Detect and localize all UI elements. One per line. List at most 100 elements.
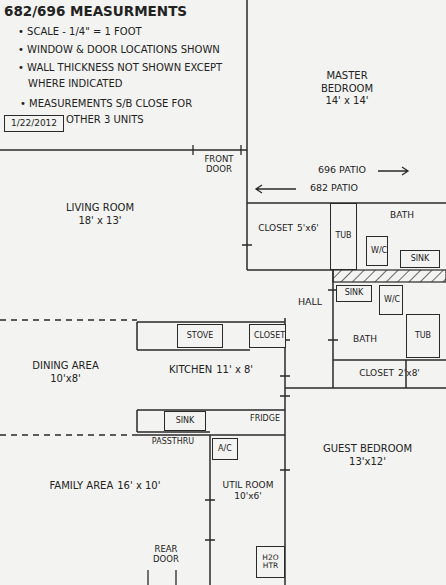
text-holder: CLOSET2'x8' (336, 368, 443, 379)
fixture-box: W/C (366, 236, 388, 266)
plan-label: FRONT DOOR (196, 154, 242, 174)
room-name: GUEST BEDROOM (323, 443, 412, 456)
plan-label: 696 PATIO (308, 164, 376, 175)
room-size: 14' x 14' (325, 95, 368, 108)
text-holder: W/C (369, 247, 385, 256)
room-area: CLOSET5'x6' (247, 203, 330, 270)
fixture-box: 1/22/2012 (4, 115, 64, 132)
text-holder: H2O HTR (259, 554, 282, 571)
fixture-label: H2O HTR (261, 554, 280, 571)
plan-title: 682/696 MEASURMENTS (4, 3, 187, 19)
room-name: MASTER BEDROOM (304, 70, 390, 95)
room-name: FAMILY AREA (50, 480, 114, 493)
text-holder: CLOSET5'x6' (251, 223, 326, 234)
room-name: BATH (353, 334, 377, 345)
room-area: BATH W/C SINK (357, 203, 446, 270)
room-area: CLOSET2'x8' (333, 360, 446, 388)
text-holder: FAMILY AREA16' x 10' (30, 480, 180, 493)
plan-label: REAR DOOR (146, 544, 186, 564)
text-holder: LIVING ROOM18' x 13' (50, 202, 150, 227)
door-mark (280, 396, 290, 470)
room-name: UTIL ROOM (223, 480, 274, 491)
wall (284, 318, 286, 585)
fixture-label: W/C (384, 296, 400, 305)
fixture-label: W/C (371, 247, 387, 256)
room-name: LIVING ROOM (66, 202, 134, 215)
door-mark (193, 145, 241, 155)
text-holder: A/C (218, 445, 232, 454)
room-size: 10'x8' (50, 373, 81, 386)
fixture-label: STOVE (187, 332, 214, 341)
room-area: BATH SINK W/C TUB (333, 282, 446, 360)
text-holder: UTIL ROOM10'x6' (216, 480, 280, 503)
text-holder: BATH (337, 334, 393, 345)
fixture-label: A/C (218, 444, 232, 453)
fixture-box: SINK (336, 285, 372, 302)
room-size: 18' x 13' (78, 215, 121, 228)
plan-label: 682 PATIO (299, 182, 369, 193)
area-divider (0, 320, 137, 435)
thick-wall (333, 270, 446, 282)
fixture-box: CLOSET (249, 324, 286, 348)
note: • WALL THICKNESS NOT SHOWN EXCEPT WHERE … (28, 60, 240, 91)
fixture-box: A/C (212, 438, 238, 460)
room-size: 13'x12' (349, 456, 386, 469)
fixture-label: TUB (415, 332, 431, 341)
text-holder: SINK (409, 255, 432, 264)
wall (209, 435, 211, 585)
room-area: GUEST BEDROOM13'x12' (285, 388, 446, 585)
text-holder: TUB (413, 332, 433, 341)
note: • MEASUREMENTS S/B CLOSE FOR OTHER 3 UNI… (66, 96, 226, 127)
counter (137, 322, 285, 350)
text-holder: BATH (377, 210, 427, 221)
wall (137, 434, 285, 436)
fixture-box: H2O HTR (256, 546, 285, 578)
door-marks (148, 145, 338, 585)
wall (246, 0, 248, 270)
fixture-label: 1/22/2012 (11, 118, 57, 128)
text-holder: STOVE (185, 332, 216, 341)
room-area: UTIL ROOM10'x6' H2O HTR (210, 435, 285, 585)
note: • SCALE - 1/4" = 1 FOOT (18, 24, 243, 40)
text-holder: GUEST BEDROOM13'x12' (320, 443, 415, 468)
text-holder: 1/22/2012 (11, 119, 57, 129)
room-area: MASTER BEDROOM14' x 14' (247, 0, 446, 150)
room-area: DINING AREA10'x8' (0, 320, 137, 435)
plan-label: FRIDGE (246, 414, 284, 424)
fixture-box: SINK (400, 250, 440, 268)
plan-label: PASSTHRU (143, 437, 203, 447)
fixture-label: SINK (176, 417, 195, 426)
fixture-label: CLOSET (254, 332, 285, 341)
fixture-box: STOVE (177, 324, 223, 348)
text-holder: W/C (382, 296, 400, 305)
room-name: DINING AREA (32, 360, 98, 373)
counter (137, 410, 285, 432)
text-holder: MASTER BEDROOM14' x 14' (302, 70, 392, 108)
wall (333, 359, 446, 361)
text-holder: SINK (343, 289, 366, 298)
text-holder: TUB (335, 232, 351, 241)
fixture-box: TUB (406, 314, 440, 358)
fixture-box: TUB (330, 203, 357, 270)
fixture-label: TUB (335, 231, 351, 240)
arrow (256, 185, 296, 193)
room-size: 5'x6' (297, 223, 319, 234)
text-holder: CLOSET (252, 332, 283, 341)
plan-label: HALL (290, 296, 330, 307)
room-name: BATH (390, 210, 414, 221)
wall (332, 270, 334, 388)
wall (247, 269, 333, 271)
text-holder: KITCHEN11' x 8' (151, 364, 271, 377)
wall (285, 387, 446, 389)
text-holder: DINING AREA10'x8' (18, 360, 113, 385)
door-mark (148, 570, 176, 585)
arrow (378, 167, 408, 175)
room-size: 11' x 8' (216, 364, 253, 377)
room-size: 2'x8' (398, 368, 420, 379)
fixture-box: SINK (164, 411, 206, 431)
fixture-label: SINK (345, 289, 364, 298)
note: • WINDOW & DOOR LOCATIONS SHOWN (18, 42, 243, 58)
